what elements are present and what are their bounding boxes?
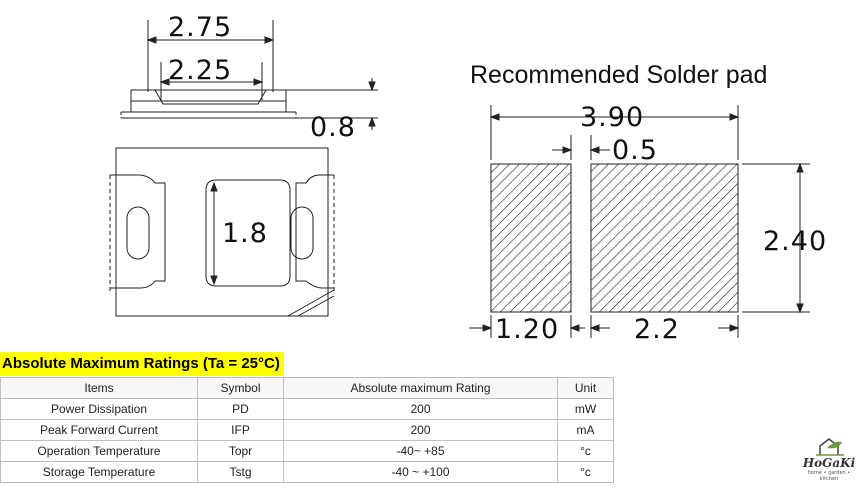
technical-drawing: 2.75 2.25 0.8 1.8 Recommended Solder pad bbox=[109, 12, 827, 345]
table-cell: 200 bbox=[283, 398, 558, 420]
large-pad bbox=[590, 163, 739, 313]
table-cell: °c bbox=[557, 461, 614, 483]
table-cell: Peak Forward Current bbox=[0, 419, 198, 441]
table-cell: PD bbox=[197, 398, 284, 420]
table-cell: 200 bbox=[283, 419, 558, 441]
table-row: Peak Forward Current IFP 200 mA bbox=[0, 419, 614, 441]
ratings-heading: Absolute Maximum Ratings (Ta = 25°C) bbox=[0, 352, 284, 376]
table-cell: -40 ~ +100 bbox=[283, 461, 558, 483]
small-pad bbox=[490, 163, 572, 313]
logo: HoGaKi home • garden • kitchen bbox=[800, 436, 858, 484]
table-header-row: Items Symbol Absolute maximum Rating Uni… bbox=[0, 377, 614, 399]
solder-pad-title: Recommended Solder pad bbox=[470, 61, 767, 89]
table-cell: Power Dissipation bbox=[0, 398, 198, 420]
table-cell: Operation Temperature bbox=[0, 440, 198, 462]
logo-wordmark: HoGaKi bbox=[802, 456, 856, 470]
table-cell: mA bbox=[557, 419, 614, 441]
lens-width-label: 2.25 bbox=[168, 55, 232, 86]
table-cell: mW bbox=[557, 398, 614, 420]
column-header: Items bbox=[0, 377, 198, 399]
table-row: Operation Temperature Topr -40~ +85 °c bbox=[0, 440, 614, 462]
large-pad-width-label: 2.2 bbox=[634, 314, 680, 345]
logo-tagline: home • garden • kitchen bbox=[807, 470, 851, 482]
table-cell: Topr bbox=[197, 440, 284, 462]
top-view bbox=[109, 147, 335, 317]
table-row: Power Dissipation PD 200 mW bbox=[0, 398, 614, 420]
table-cell: °c bbox=[557, 440, 614, 462]
house-leaf-icon bbox=[816, 438, 844, 456]
table-cell: Storage Temperature bbox=[0, 461, 198, 483]
table-cell: IFP bbox=[197, 419, 284, 441]
table-cell: Tstg bbox=[197, 461, 284, 483]
side-view bbox=[120, 20, 378, 130]
table-cell: -40~ +85 bbox=[283, 440, 558, 462]
height-label: 0.8 bbox=[310, 112, 356, 143]
column-header: Symbol bbox=[197, 377, 284, 399]
pad-height-label: 2.40 bbox=[763, 226, 827, 257]
total-width-label: 3.90 bbox=[580, 102, 644, 133]
gap-label: 0.5 bbox=[612, 135, 658, 166]
solder-pad-drawing bbox=[469, 105, 810, 338]
column-header: Unit bbox=[557, 377, 614, 399]
lens-height-label: 1.8 bbox=[222, 218, 268, 249]
table-row: Storage Temperature Tstg -40 ~ +100 °c bbox=[0, 461, 614, 483]
small-pad-width-label: 1.20 bbox=[495, 314, 559, 345]
overall-width-label: 2.75 bbox=[168, 12, 232, 43]
ratings-table: Items Symbol Absolute maximum Rating Uni… bbox=[0, 377, 614, 483]
column-header: Absolute maximum Rating bbox=[283, 377, 558, 399]
